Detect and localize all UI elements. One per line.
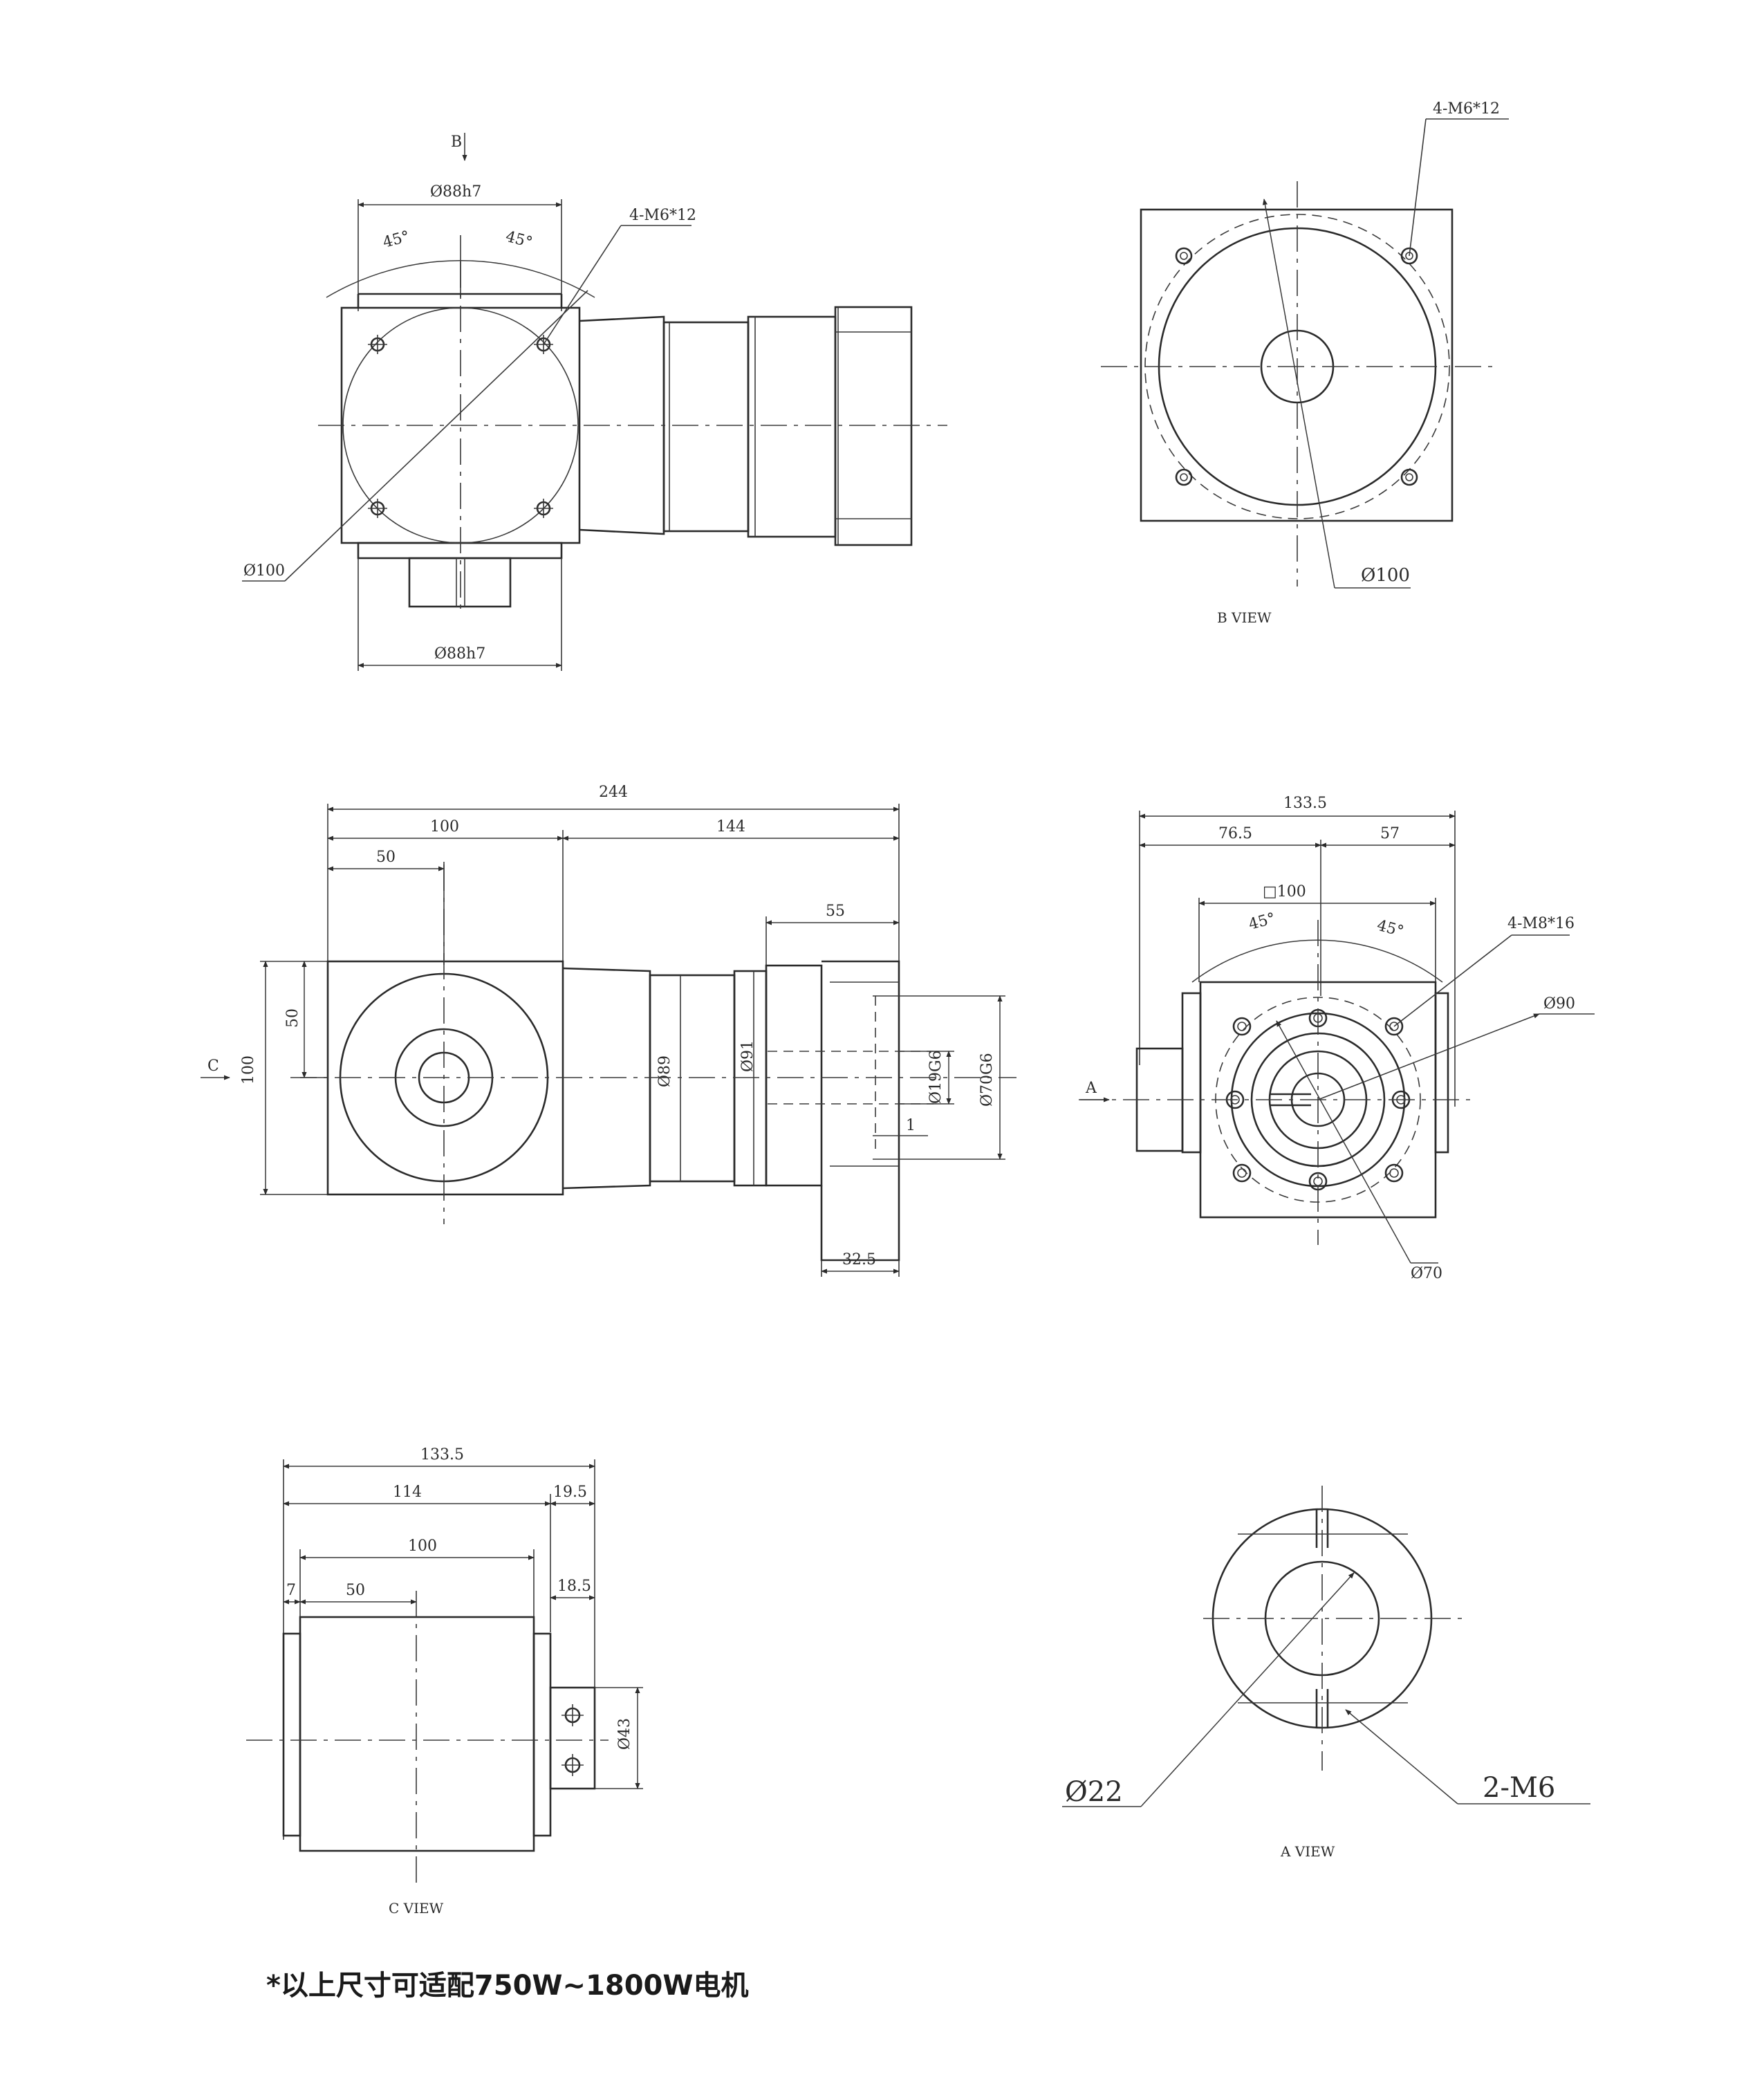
dim-50-c: 50 [346, 1582, 365, 1599]
dia-90: Ø90 [1543, 995, 1575, 1013]
dim-144: 144 [716, 818, 745, 836]
dim-76-5: 76.5 [1218, 825, 1252, 842]
dim-50-height: 50 [284, 1008, 301, 1028]
bolt-hole [1232, 1017, 1252, 1036]
bolt-callout-top: 4-M6*12 [629, 207, 696, 224]
c-view: 133.5 114 19.5 100 7 50 18.5 Ø43 C VIEW [246, 1446, 643, 1917]
thread-2-m6: 2-M6 [1483, 1772, 1555, 1804]
dia-43: Ø43 [616, 1718, 633, 1750]
dim-133-5-c: 133.5 [420, 1446, 464, 1464]
bolt-callout-side: 4-M8*16 [1507, 915, 1575, 932]
dim-55: 55 [826, 903, 845, 920]
dim-100-c: 100 [408, 1538, 437, 1555]
front-view: 244 100 144 50 55 100 50 C Ø89 [201, 784, 1016, 1277]
a-view-title: A VIEW [1280, 1843, 1335, 1860]
dim-19-5: 19.5 [553, 1484, 587, 1501]
dia-70g6: Ø70G6 [978, 1053, 996, 1107]
dim-244: 244 [599, 784, 628, 801]
dia-100-b: Ø100 [1361, 565, 1410, 586]
dia-91: Ø91 [739, 1040, 756, 1072]
dim-100-len: 100 [430, 818, 459, 836]
arrow-b-label: B [451, 133, 462, 151]
arrow-a-label: A [1085, 1080, 1097, 1097]
bolt-hole [561, 1754, 584, 1776]
b-view-title: B VIEW [1217, 609, 1272, 626]
dim-88h7-top: Ø88h7 [430, 183, 481, 201]
bolt-hole [1400, 468, 1418, 486]
dim-88h7-bottom: Ø88h7 [434, 645, 485, 663]
bolt-hole [368, 335, 387, 354]
dim-57: 57 [1380, 825, 1400, 842]
top-view: B Ø88h7 45° 45° [242, 133, 947, 671]
side-view: 133.5 76.5 57 □100 45° 45° [1079, 795, 1595, 1282]
bolt-hole [534, 499, 553, 518]
c-view-title: C VIEW [389, 1900, 444, 1917]
angle-45-side-right: 45° [1375, 917, 1405, 941]
b-view: Ø100 4-M6*12 B VIEW [1101, 100, 1509, 626]
dim-square-100: □100 [1263, 883, 1306, 901]
bolt-hole [1384, 1163, 1404, 1183]
angle-45-right: 45° [503, 228, 534, 252]
angle-45-side-left: 45° [1247, 910, 1277, 934]
bolt-hole [1384, 1017, 1404, 1036]
dia-22: Ø22 [1065, 1776, 1123, 1808]
bolt-hole [368, 499, 387, 518]
angle-45-left: 45° [381, 228, 411, 252]
dia-89: Ø89 [656, 1055, 674, 1087]
dim-offset-1: 1 [906, 1117, 916, 1134]
bolt-callout-b: 4-M6*12 [1433, 100, 1500, 118]
dim-114: 114 [393, 1484, 422, 1501]
bolt-hole [1175, 468, 1193, 486]
dim-50-len: 50 [376, 849, 396, 866]
dia-70-side: Ø70 [1411, 1265, 1442, 1282]
dim-133-5-side: 133.5 [1283, 795, 1327, 812]
dim-18-5: 18.5 [557, 1578, 591, 1595]
bolt-hole [1232, 1163, 1252, 1183]
bolt-hole [561, 1704, 584, 1726]
a-view: Ø22 2-M6 A VIEW [1062, 1486, 1590, 1860]
dim-100-height: 100 [240, 1055, 257, 1084]
footnote: *以上尺寸可适配750W~1800W电机 [266, 1970, 749, 2002]
dim-32-5: 32.5 [842, 1251, 876, 1268]
dim-7: 7 [286, 1582, 296, 1599]
dia-100-callout: Ø100 [243, 562, 285, 580]
bolt-hole [1175, 247, 1193, 265]
dia-19g6: Ø19G6 [927, 1050, 945, 1104]
arrow-c-label: C [207, 1058, 219, 1075]
